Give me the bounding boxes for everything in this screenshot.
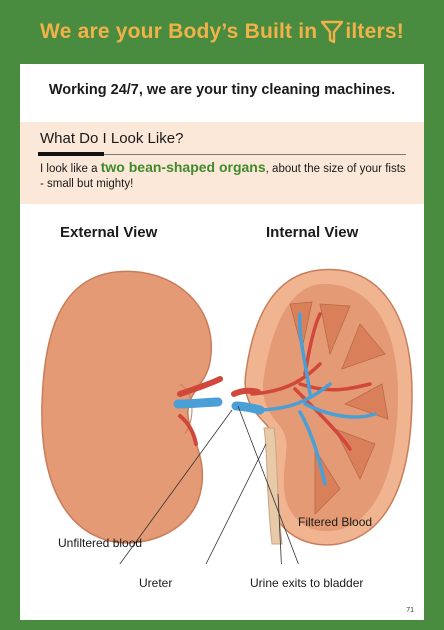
callout-unfiltered-blood: Unfiltered blood	[58, 536, 142, 550]
section-highlight: two bean-shaped organs	[101, 159, 266, 175]
section-text: I look like a two bean-shaped organs, ab…	[40, 160, 410, 192]
callout-urine-exit: Urine exits to bladder	[250, 576, 363, 590]
internal-view-label: Internal View	[266, 224, 358, 241]
page-title: We are your Body’s Built in ilters!	[40, 19, 404, 45]
title-text-start: We are your Body’s Built in	[40, 20, 317, 44]
section-text-start: I look like a	[40, 163, 101, 175]
external-view-label: External View	[60, 224, 157, 241]
look-section: What Do I Look Like? I look like a two b…	[20, 122, 424, 204]
content-panel: Working 24/7, we are your tiny cleaning …	[20, 64, 424, 620]
title-bar: We are your Body’s Built in ilters!	[0, 0, 444, 64]
internal-kidney	[234, 270, 412, 545]
callout-ureter: Ureter	[139, 576, 172, 590]
subtitle: Working 24/7, we are your tiny cleaning …	[20, 82, 424, 98]
external-kidney	[42, 271, 220, 543]
title-text-end: ilters!	[345, 20, 404, 44]
section-divider-accent	[38, 152, 104, 156]
callout-filtered-blood: Filtered Blood	[298, 515, 372, 529]
page-number: 71	[406, 607, 414, 614]
funnel-icon	[320, 19, 344, 45]
section-heading: What Do I Look Like?	[40, 130, 183, 147]
